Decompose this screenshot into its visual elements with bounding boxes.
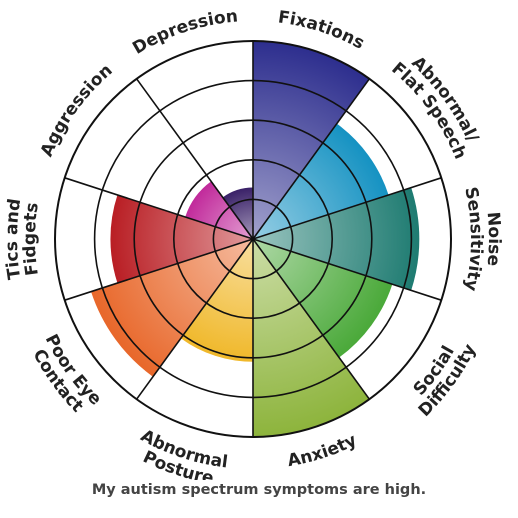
- segment-label: Anxiety: [286, 430, 360, 471]
- wedge-tics-and-fidgets: [110, 194, 253, 284]
- grid-spoke: [135, 78, 254, 240]
- chart-grid: [54, 40, 452, 438]
- wedge-anxiety: [253, 239, 370, 437]
- grid-spoke: [252, 177, 442, 240]
- grid-spoke: [64, 177, 254, 240]
- grid-spoke: [252, 78, 371, 240]
- segment-label: Depression: [129, 6, 238, 58]
- wedge-poor-eye-contact: [91, 239, 253, 377]
- wedge-fixations: [253, 41, 370, 239]
- grid-spoke: [64, 238, 254, 301]
- wedge-abnormal-posture: [180, 239, 253, 362]
- grid-spoke: [252, 238, 442, 301]
- wedge-aggression: [185, 181, 253, 239]
- chart-wedges: [91, 41, 420, 437]
- segment-label: Sensitivity: [460, 185, 486, 292]
- grid-spoke: [252, 238, 371, 400]
- wedge-noise-sensitivity: [253, 187, 420, 291]
- wedge-abnormal-flat-speech: [253, 123, 389, 239]
- wedge-social-difficulty: [253, 239, 393, 358]
- segment-label: Fidgets: [20, 201, 43, 277]
- segment-label: Tics and: [2, 197, 25, 280]
- segment-label: Noise: [483, 211, 504, 267]
- grid-spoke: [135, 238, 254, 400]
- chart-caption: My autism spectrum symptoms are high.: [91, 482, 427, 498]
- segment-label: Aggression: [37, 60, 117, 159]
